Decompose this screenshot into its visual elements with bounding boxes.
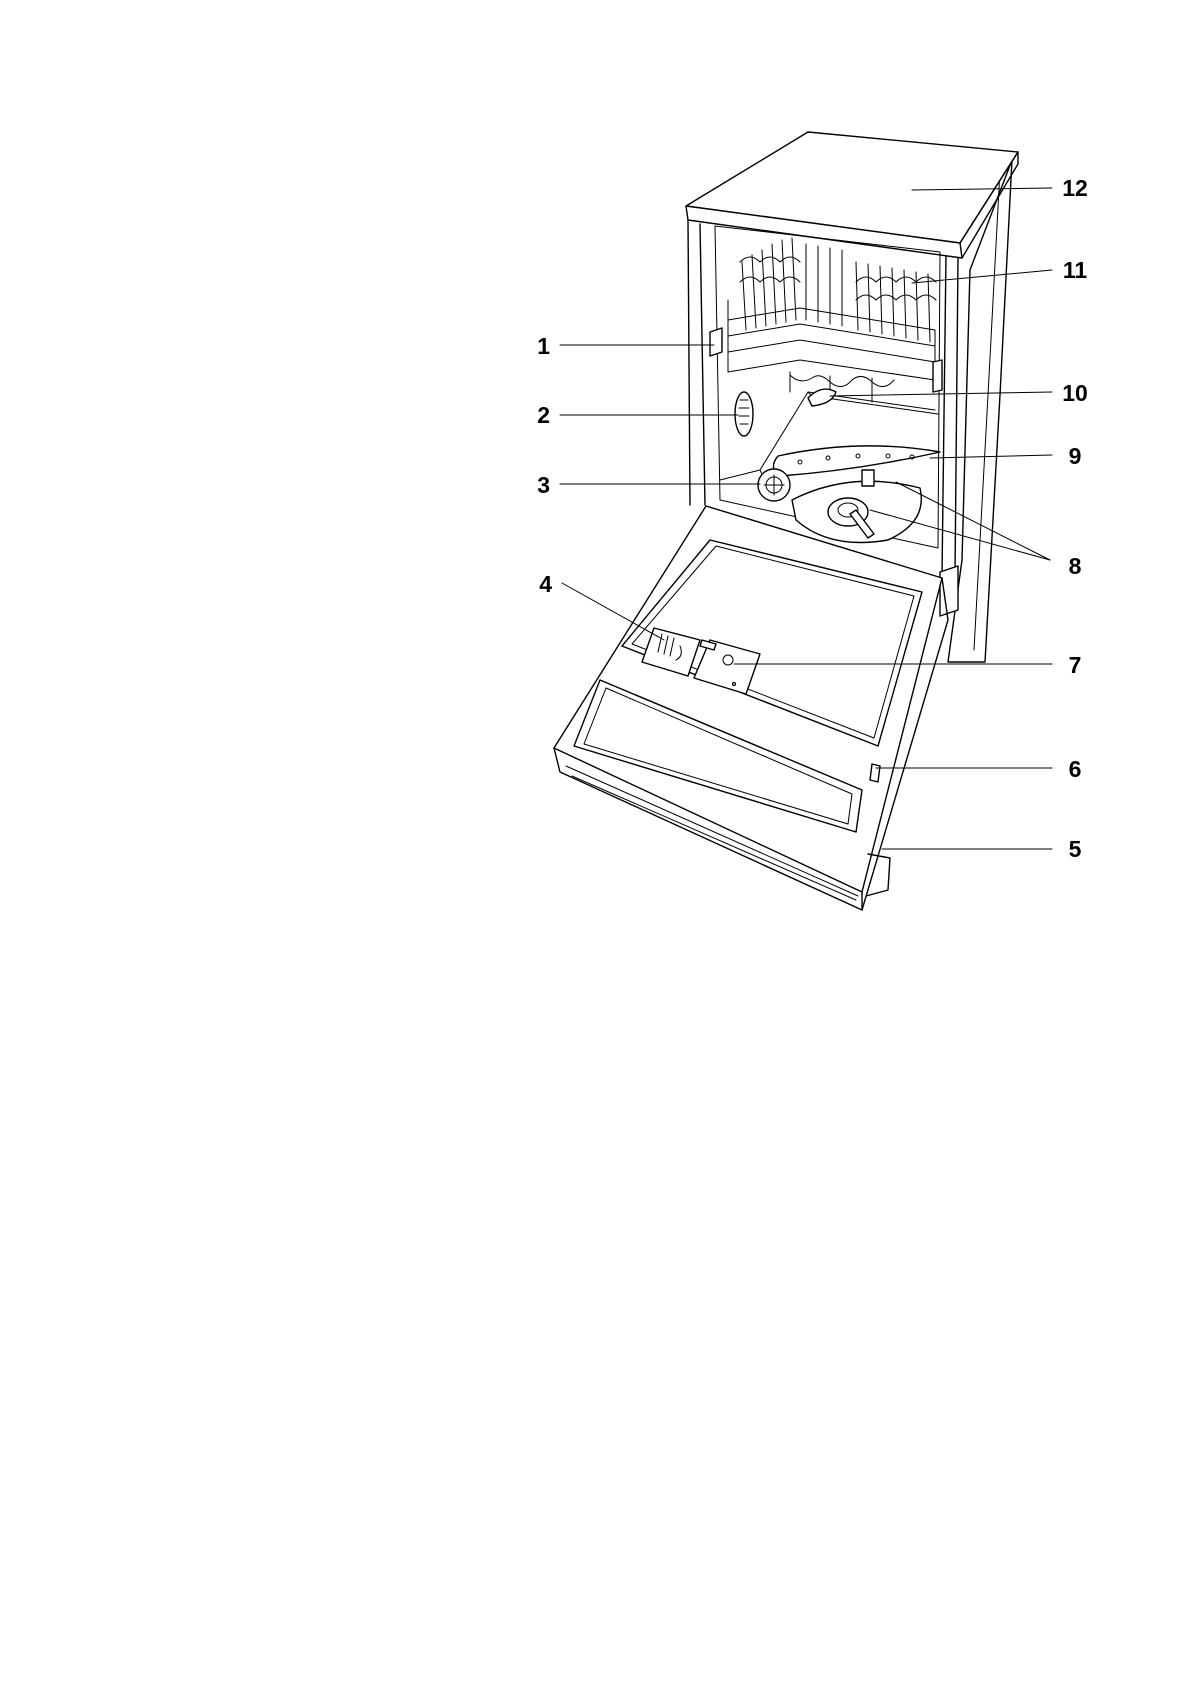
callout-4: 4: [539, 571, 552, 597]
callout-8: 8: [1069, 553, 1082, 579]
rating-plate-icon: [735, 392, 753, 436]
rack-handle-icon: [710, 328, 722, 356]
callout-2: 2: [537, 402, 550, 428]
callout-10: 10: [1062, 380, 1088, 406]
filter-icon: [792, 470, 921, 543]
leader-line-10: [830, 392, 1052, 396]
worktop-icon: [686, 132, 1018, 258]
callout-1: 1: [537, 333, 550, 359]
salt-container-icon: [758, 469, 790, 501]
door-latch-icon: [870, 764, 880, 782]
callout-11: 11: [1063, 257, 1088, 283]
callout-7: 7: [1069, 652, 1082, 678]
callout-3: 3: [537, 472, 550, 498]
dishwasher-illustration: [554, 132, 1018, 910]
upper-spray-arm-icon: [808, 389, 836, 406]
callout-9: 9: [1069, 443, 1082, 469]
callout-6: 6: [1069, 756, 1082, 782]
callout-12: 12: [1062, 175, 1088, 201]
lower-spray-arm-icon: [773, 446, 940, 476]
callout-5: 5: [1069, 836, 1082, 862]
upper-basket-icon: [728, 238, 936, 402]
